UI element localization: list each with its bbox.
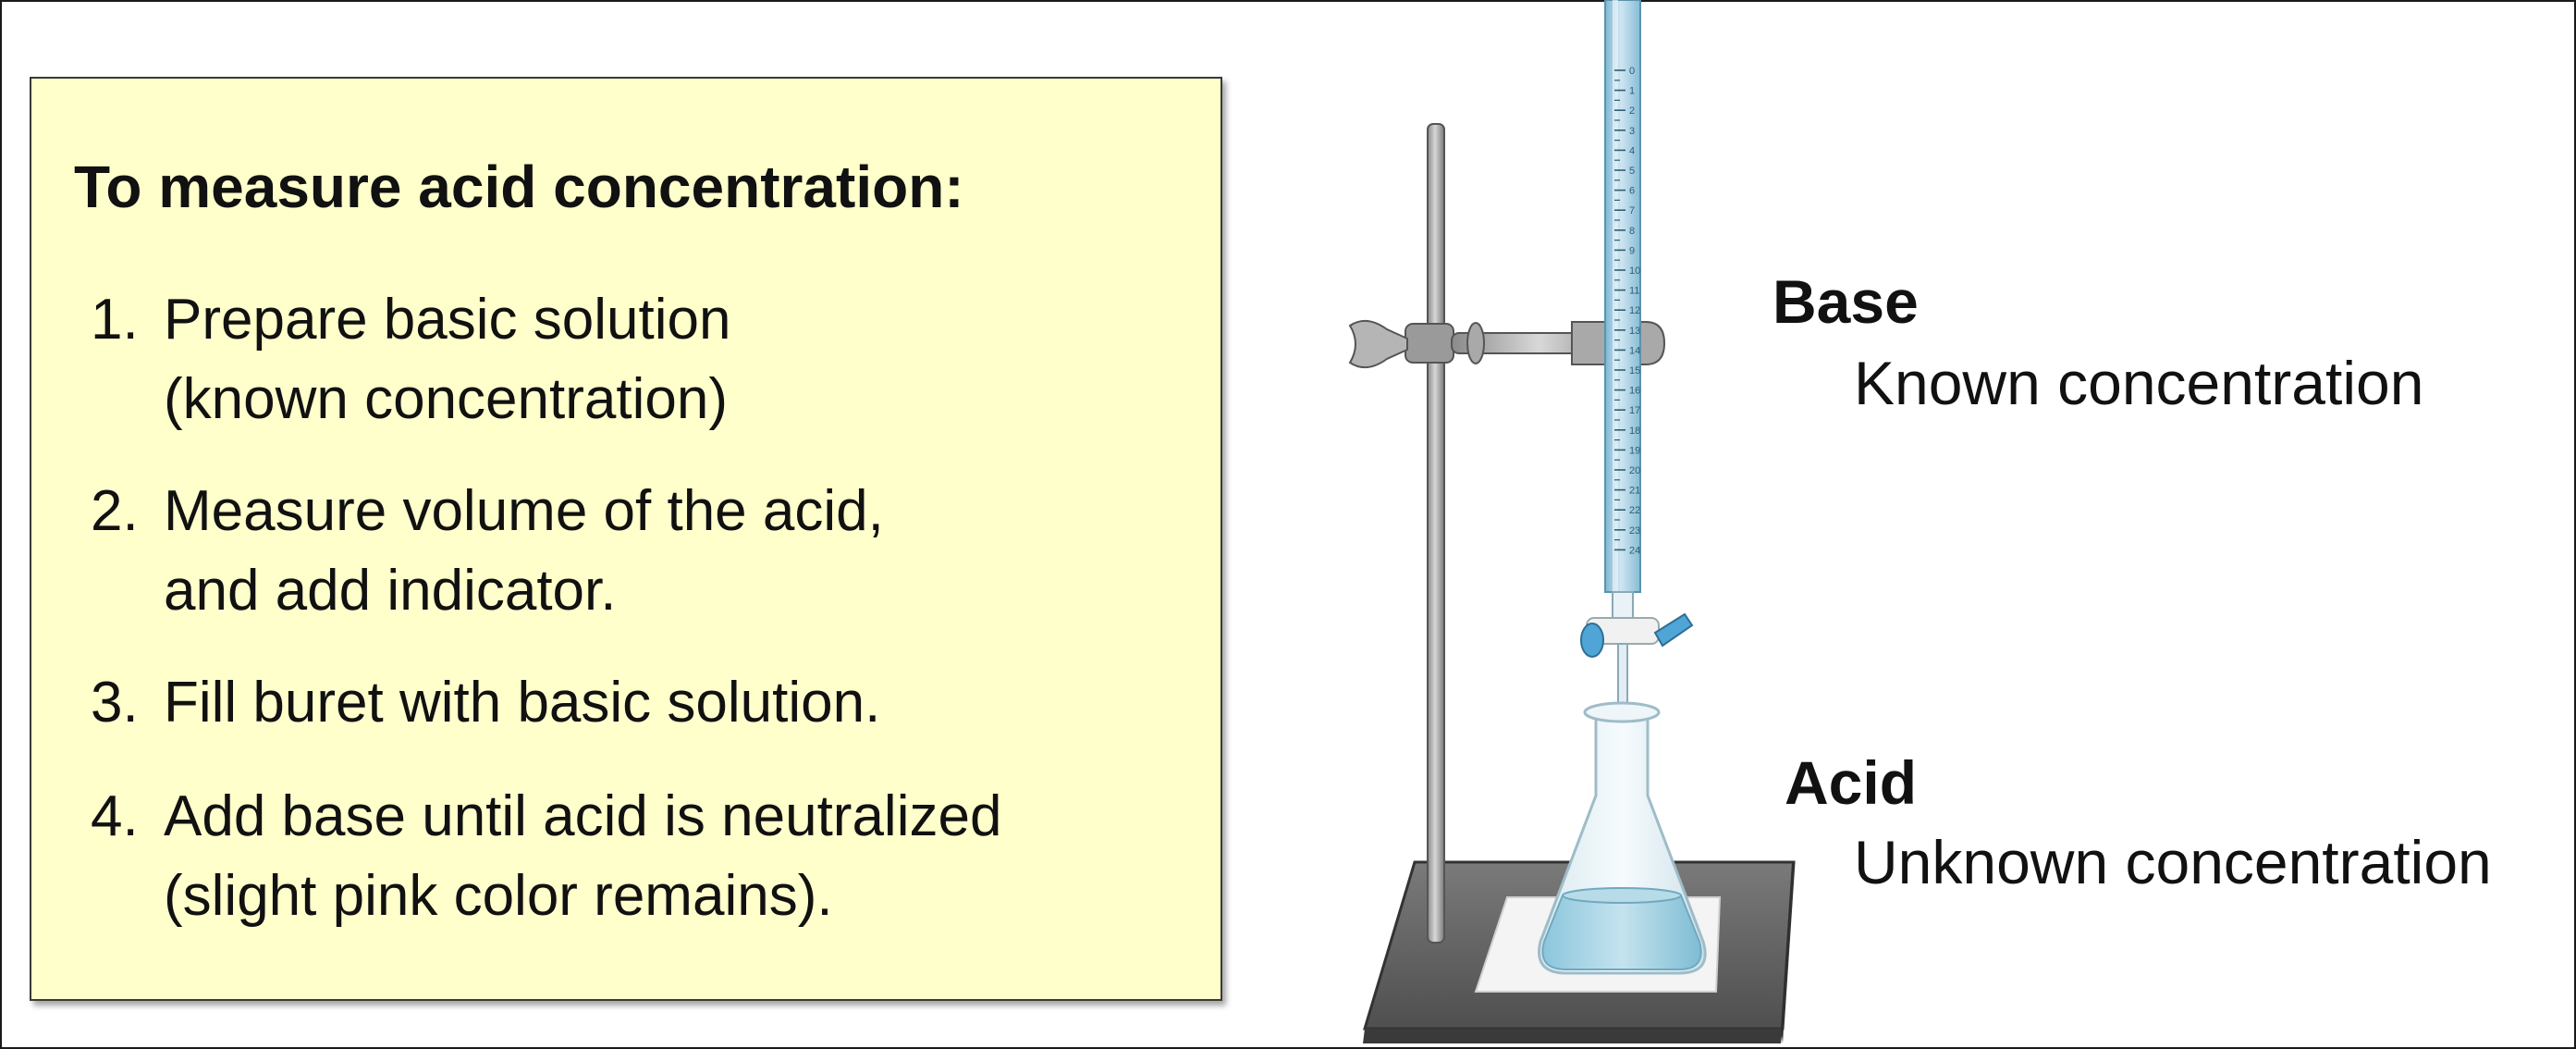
buret [1604, 0, 1641, 593]
step-number: 3. [91, 671, 139, 734]
panel-title: To measure acid concentration: [74, 154, 964, 220]
buret-scale-number: 14 [1629, 345, 1640, 356]
buret-scale-number: 19 [1629, 445, 1640, 456]
buret-scale-number: 10 [1629, 265, 1640, 277]
buret-scale-number: 9 [1629, 245, 1635, 256]
buret-scale-number: 4 [1629, 145, 1635, 156]
step-text-line: Prepare basic solution [164, 288, 731, 352]
stopcock [1580, 591, 1694, 710]
buret-scale-number: 21 [1629, 486, 1640, 497]
buret-scale-number: 13 [1629, 326, 1640, 337]
erlenmeyer-flask [1538, 701, 1707, 975]
buret-scale-number: 3 [1629, 126, 1635, 137]
buret-scale-number: 18 [1629, 426, 1640, 437]
buret-scale-number: 11 [1629, 286, 1639, 297]
buret-scale-number: 5 [1629, 166, 1635, 177]
buret-scale-number: 20 [1629, 465, 1640, 476]
buret-scale-number: 2 [1629, 105, 1635, 117]
step-text-line: (slight pink color remains). [164, 864, 833, 928]
step-text-line: Measure volume of the acid, [164, 479, 884, 543]
buret-scale-number: 12 [1629, 305, 1640, 316]
acid-label-title: Acid [1785, 748, 1918, 817]
step-text-line: (known concentration) [164, 367, 728, 431]
stand-rod [1427, 123, 1445, 944]
acid-label-subtitle: Unknown concentration [1854, 828, 2492, 896]
buret-scale-number: 6 [1629, 186, 1635, 197]
buret-scale-number: 17 [1629, 405, 1640, 416]
step-number: 4. [91, 784, 139, 848]
buret-scale-number: 7 [1629, 205, 1635, 216]
step-number: 1. [91, 288, 139, 352]
buret-scale-number: 22 [1629, 505, 1640, 516]
buret-scale-number: 24 [1629, 545, 1640, 556]
step-text-line: and add indicator. [164, 559, 617, 623]
base-label-title: Base [1773, 267, 1919, 336]
buret-scale-number: 8 [1629, 226, 1635, 237]
step-number: 2. [91, 479, 139, 543]
buret-scale-number: 16 [1629, 386, 1640, 397]
base-label-subtitle: Known concentration [1854, 349, 2424, 417]
buret-scale-number: 23 [1629, 525, 1640, 537]
buret-scale-number: 1 [1629, 86, 1635, 97]
steps-panel: To measure acid concentration: 1. Prepar… [30, 77, 1222, 1001]
buret-clamp [1348, 319, 1666, 369]
step-text-line: Add base until acid is neutralized [164, 784, 1002, 848]
buret-scale-number: 0 [1629, 66, 1635, 77]
step-text-line: Fill buret with basic solution. [164, 671, 881, 734]
buret-scale-number: 15 [1629, 365, 1640, 376]
